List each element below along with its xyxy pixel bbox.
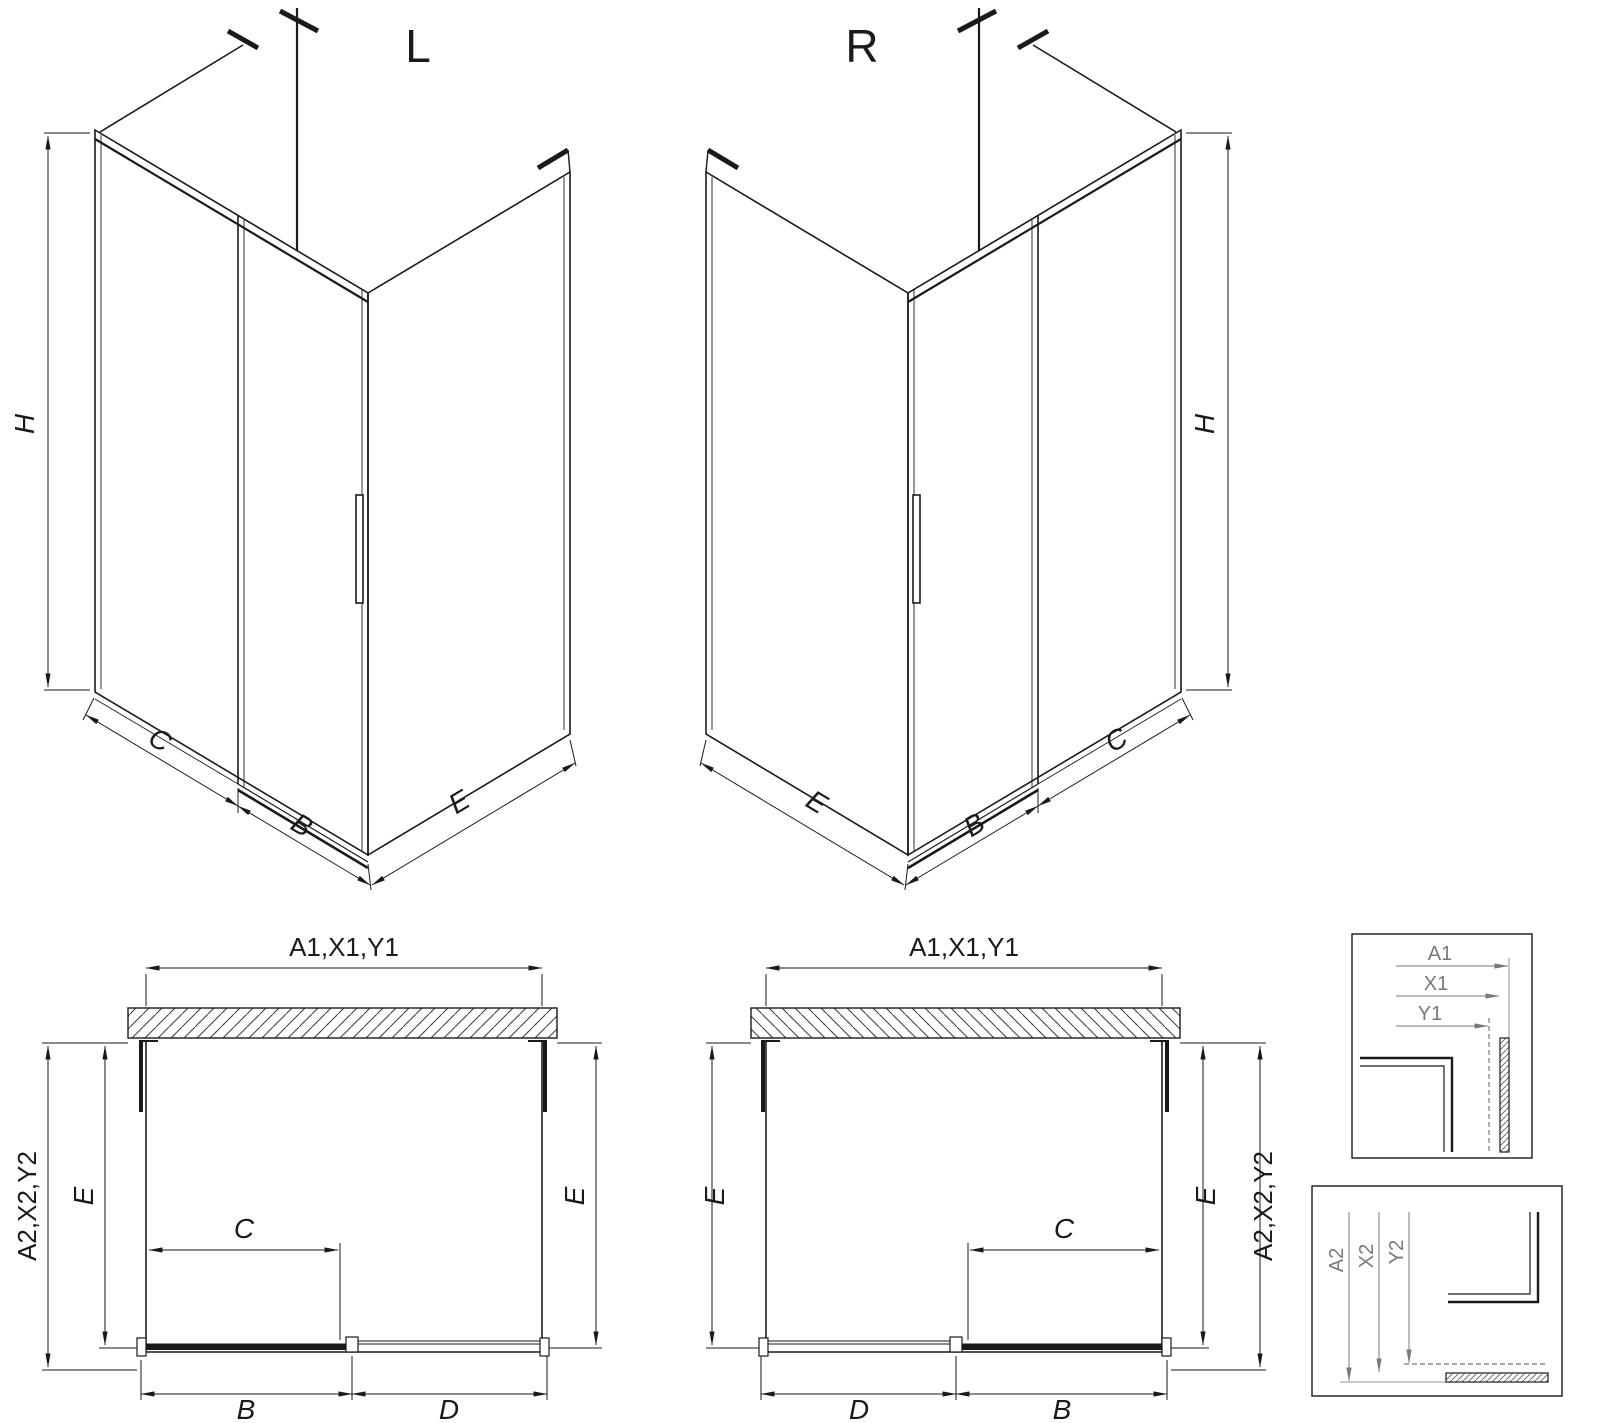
plan-right-dim-d-label: D bbox=[849, 1394, 869, 1423]
detail-x2-label: X2 bbox=[1356, 1244, 1378, 1268]
detail-a2-wall-profile-inner bbox=[1448, 1212, 1531, 1295]
iso-left-variant-label: L bbox=[405, 20, 431, 72]
plan-right-dim-e-left-label: E bbox=[699, 1186, 730, 1205]
plan-left-dim-d-label: D bbox=[439, 1394, 459, 1423]
plan-left-dim-c-label: C bbox=[234, 1213, 255, 1244]
iso-right-variant-label: R bbox=[845, 20, 878, 72]
detail-a1-wall-profile-outer bbox=[1360, 1056, 1454, 1152]
detail-a2-wall-profile-outer bbox=[1448, 1212, 1540, 1304]
detail-y1-label: Y1 bbox=[1418, 1003, 1442, 1025]
iso-right-dim-e-label: E bbox=[801, 784, 833, 820]
detail-y2-label: Y2 bbox=[1386, 1240, 1408, 1264]
iso-left-dim-e-label: E bbox=[443, 784, 475, 820]
plan-left-dim-e-right-label: E bbox=[559, 1186, 590, 1205]
plan-right-dim-c-label: C bbox=[1054, 1213, 1075, 1244]
detail-a1-glass-section bbox=[1499, 1037, 1510, 1153]
detail-a1-frame bbox=[1351, 933, 1533, 1159]
detail-a2-frame bbox=[1311, 1185, 1563, 1397]
plan-right-view: A1,X1,Y1 A2,X2,Y2 E E C B D bbox=[699, 932, 1278, 1423]
detail-x1-label: X1 bbox=[1424, 973, 1448, 995]
detail-a1-wall-profile-inner bbox=[1360, 1065, 1445, 1152]
detail-a1-label: A1 bbox=[1428, 943, 1452, 965]
detail-a2-glass-section bbox=[1445, 1372, 1549, 1383]
plan-right-dim-e-right-label: E bbox=[1190, 1186, 1221, 1205]
iso-left-dim-h-label: H bbox=[9, 413, 40, 434]
detail-a2-dim-lines bbox=[1340, 1212, 1548, 1383]
plan-right-dim-depth-label: A2,X2,Y2 bbox=[1248, 1151, 1278, 1261]
iso-right-dim-h-label: H bbox=[1189, 413, 1220, 434]
plan-right-dim-b-label: B bbox=[1053, 1394, 1072, 1423]
iso-right-dim-c-label: C bbox=[1099, 721, 1133, 758]
plan-left-dim-depth-label: A2,X2,Y2 bbox=[12, 1151, 42, 1261]
iso-left-dim-c-label: C bbox=[143, 721, 177, 758]
plan-right-dim-width-label: A1,X1,Y1 bbox=[909, 932, 1019, 962]
detail-a2-view: A2 X2 Y2 bbox=[1311, 1185, 1563, 1397]
plan-left-dim-width-label: A1,X1,Y1 bbox=[289, 932, 399, 962]
detail-a1-view: A1 X1 Y1 bbox=[1351, 933, 1533, 1159]
plan-left-dim-b-label: B bbox=[237, 1394, 256, 1423]
plan-left-dim-e-left-label: E bbox=[68, 1186, 99, 1205]
iso-left-view: L H C B E bbox=[9, 8, 576, 890]
iso-right-view: R H E B C bbox=[700, 8, 1232, 890]
detail-a1-dim-lines bbox=[1396, 958, 1510, 1040]
detail-a2-label: A2 bbox=[1326, 1248, 1348, 1272]
plan-left-view: A1,X1,Y1 A2,X2,Y2 E E C B D bbox=[12, 932, 602, 1423]
